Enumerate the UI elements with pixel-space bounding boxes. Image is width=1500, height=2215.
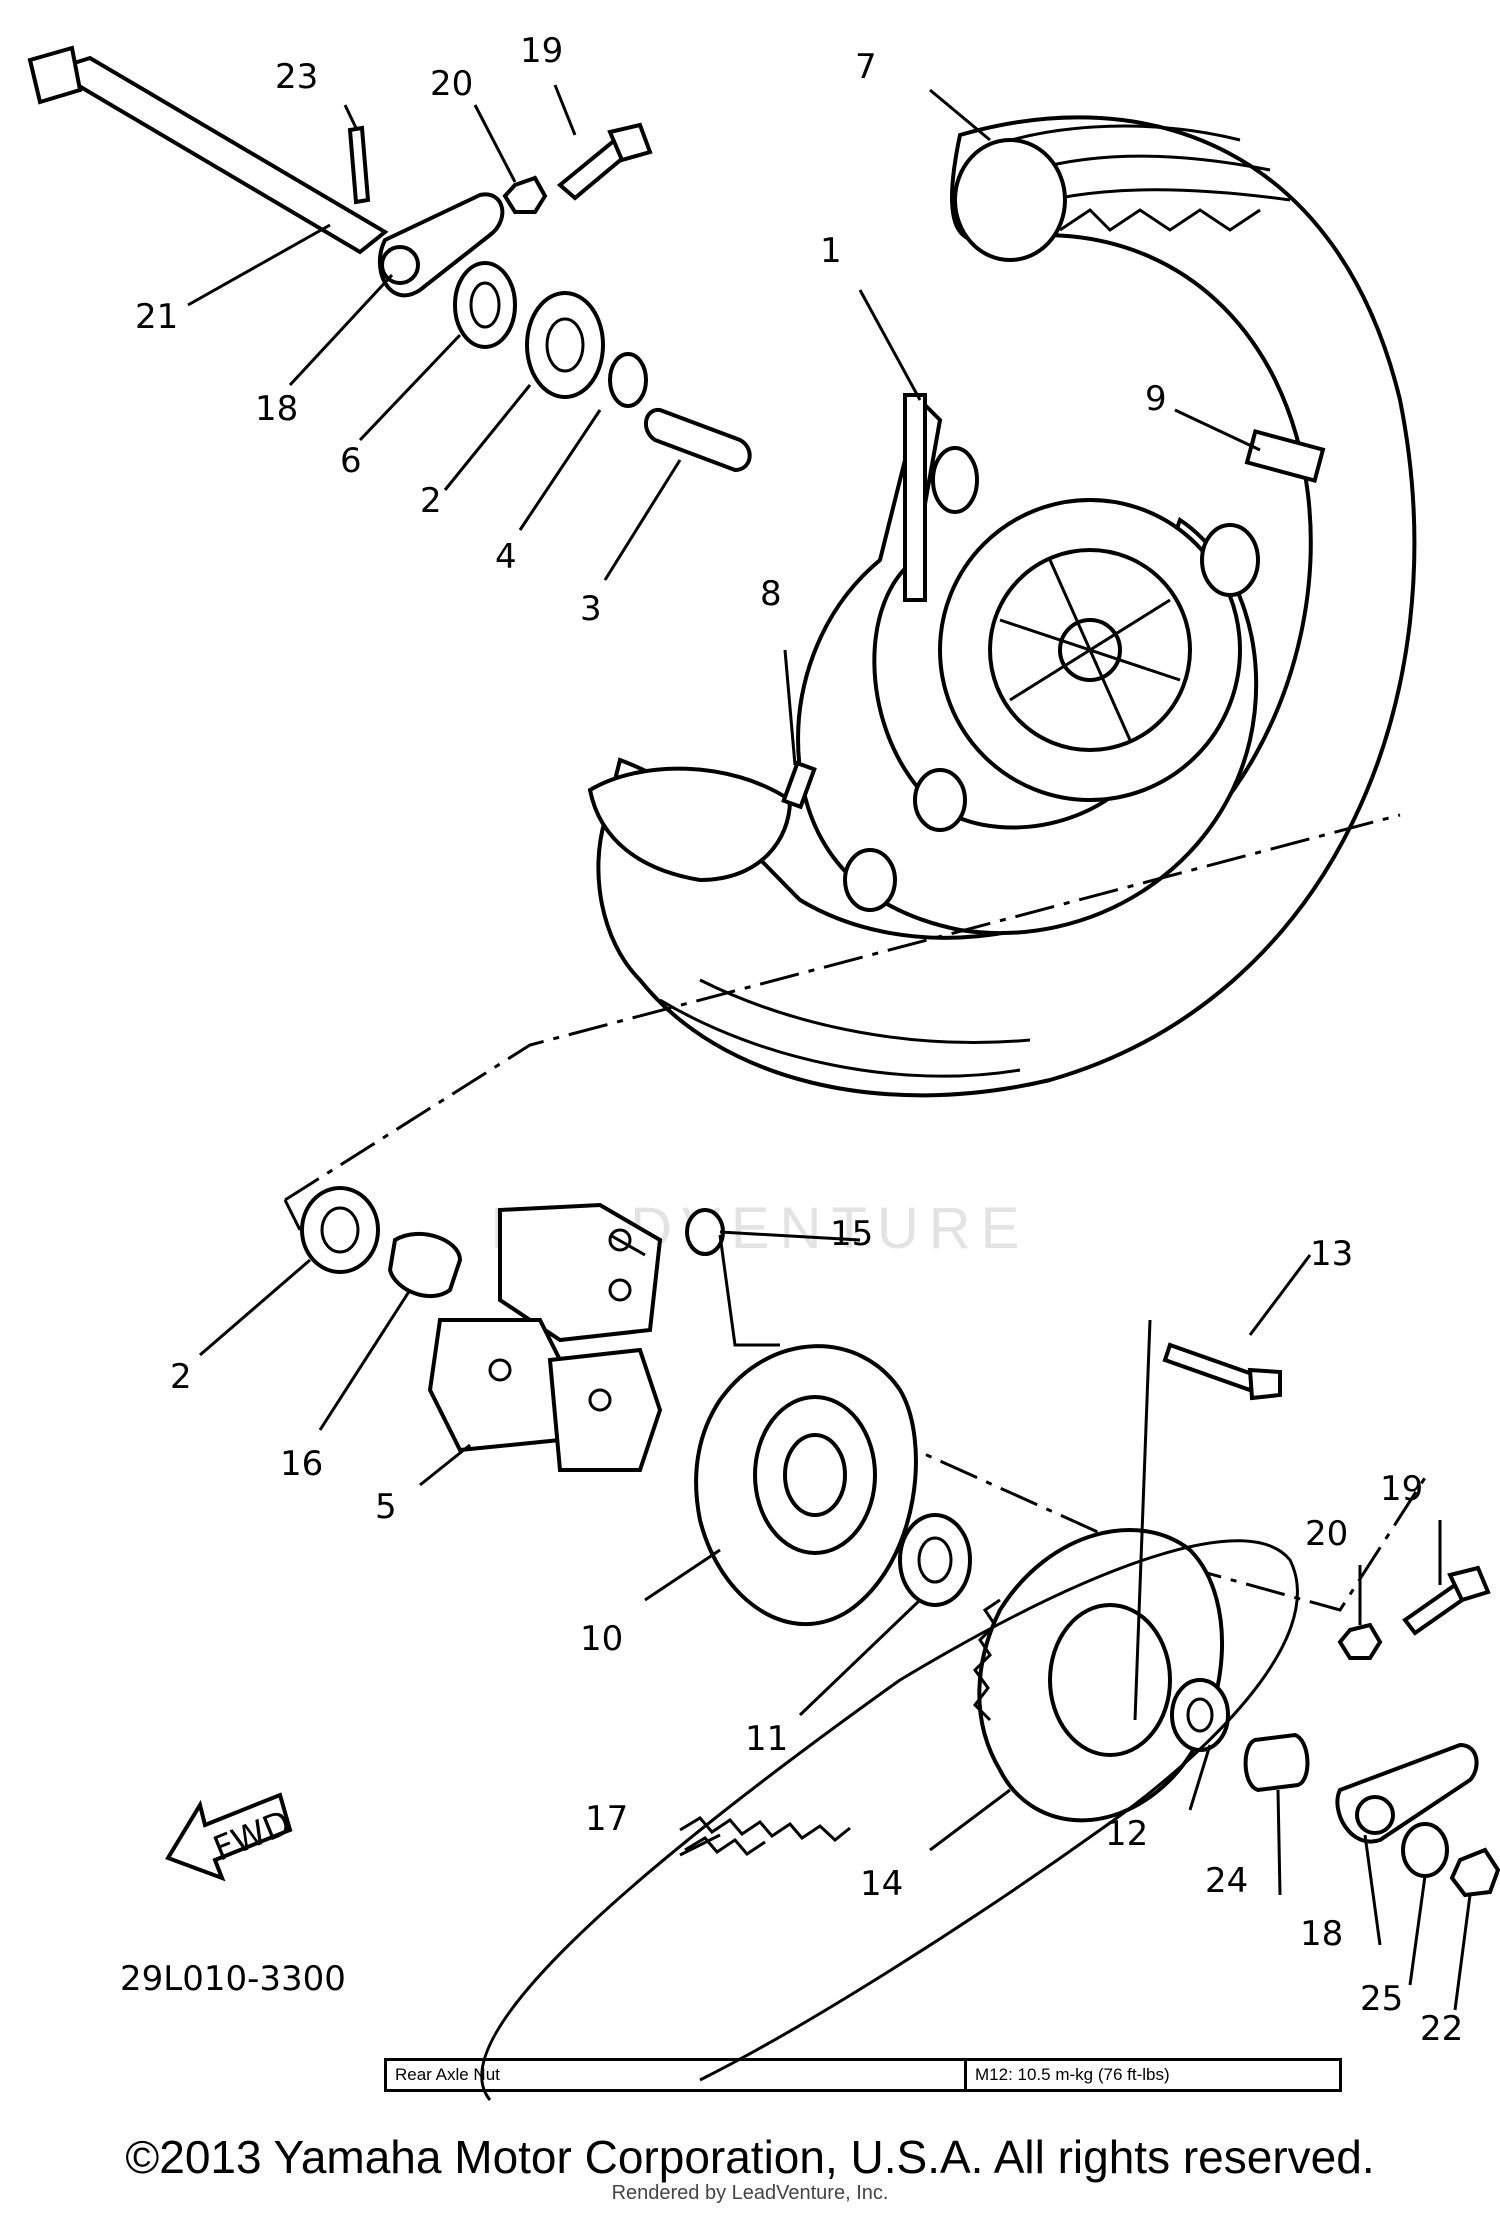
callout-2-lower: 2 <box>170 1357 192 1397</box>
callout-22: 22 <box>1420 2009 1463 2049</box>
wheel <box>796 393 1260 936</box>
bolt-left <box>556 122 653 201</box>
collar <box>387 1231 463 1299</box>
spacer-flange <box>608 352 648 408</box>
callout-9: 9 <box>1145 379 1167 419</box>
callout-13: 13 <box>1310 1234 1353 1274</box>
cotter-pin <box>347 125 371 205</box>
callout-15: 15 <box>830 1214 873 1254</box>
spec-label: Rear Axle Nut <box>387 2061 967 2089</box>
callout-1: 1 <box>820 231 842 271</box>
torque-spec-table: Rear Axle Nut M12: 10.5 m-kg (76 ft-lbs) <box>384 2058 1342 2092</box>
tire <box>587 115 1417 1098</box>
bearing-lower <box>300 1186 380 1274</box>
rendered-by-notice: Rendered by LeadVenture, Inc. <box>611 2182 889 2204</box>
drive-chain <box>480 1539 1299 2101</box>
callout-19-upper: 19 <box>520 31 563 71</box>
nut-left <box>502 175 548 214</box>
callout-5: 5 <box>375 1487 397 1527</box>
callouts: 1 2 3 4 6 7 8 9 18 19 20 21 23 2 5 10 11… <box>120 31 1463 2049</box>
callout-20-lower: 20 <box>1305 1514 1348 1554</box>
callout-2-upper: 2 <box>420 481 442 521</box>
spec-value: M12: 10.5 m-kg (76 ft-lbs) <box>975 2065 1170 2084</box>
callout-24: 24 <box>1205 1861 1248 1901</box>
callout-25: 25 <box>1360 1979 1403 2019</box>
sprocket <box>973 1528 1224 1823</box>
callout-3: 3 <box>580 589 602 629</box>
callout-8: 8 <box>760 574 782 614</box>
callout-7: 7 <box>855 47 877 87</box>
callout-18-lower: 18 <box>1300 1914 1343 1954</box>
drawing-number: 29L010-3300 <box>120 1959 346 1999</box>
chain-puller-right <box>1335 1742 1479 1844</box>
chain-puller-left <box>378 192 505 298</box>
axle <box>27 45 389 255</box>
spacer <box>644 407 752 473</box>
bearing-upper <box>525 291 605 399</box>
washer-right <box>1401 1822 1449 1878</box>
bearing-hub <box>898 1513 972 1607</box>
fwd-arrow-icon: FWD <box>165 1792 296 1882</box>
callout-12: 12 <box>1105 1814 1148 1854</box>
nut-right <box>1449 1847 1500 1898</box>
leader-lines <box>187 84 1472 2011</box>
oil-seal-lower <box>1170 1678 1230 1752</box>
clutch-hub <box>694 1344 918 1627</box>
callout-4: 4 <box>495 537 517 577</box>
oil-seal-upper <box>453 261 517 349</box>
callout-21: 21 <box>135 297 178 337</box>
nut-right-small <box>1337 1622 1383 1660</box>
callout-11: 11 <box>745 1719 788 1759</box>
bolt-sprocket <box>1162 1342 1282 1401</box>
bolt-right <box>1402 1565 1491 1636</box>
valve <box>781 760 817 810</box>
callout-10: 10 <box>580 1619 623 1659</box>
fitting-bolt <box>685 1208 725 1256</box>
callout-19-lower: 19 <box>1380 1469 1423 1509</box>
callout-23: 23 <box>275 57 318 97</box>
callout-18-upper: 18 <box>255 389 298 429</box>
callout-20-upper: 20 <box>430 64 473 104</box>
callout-16: 16 <box>280 1444 323 1484</box>
callout-14: 14 <box>860 1864 903 1904</box>
damper <box>427 1202 663 1472</box>
callout-6: 6 <box>340 441 362 481</box>
copyright-notice: ©2013 Yamaha Motor Corporation, U.S.A. A… <box>125 2131 1375 2183</box>
callout-17: 17 <box>585 1799 628 1839</box>
collar-lower <box>1243 1732 1310 1793</box>
